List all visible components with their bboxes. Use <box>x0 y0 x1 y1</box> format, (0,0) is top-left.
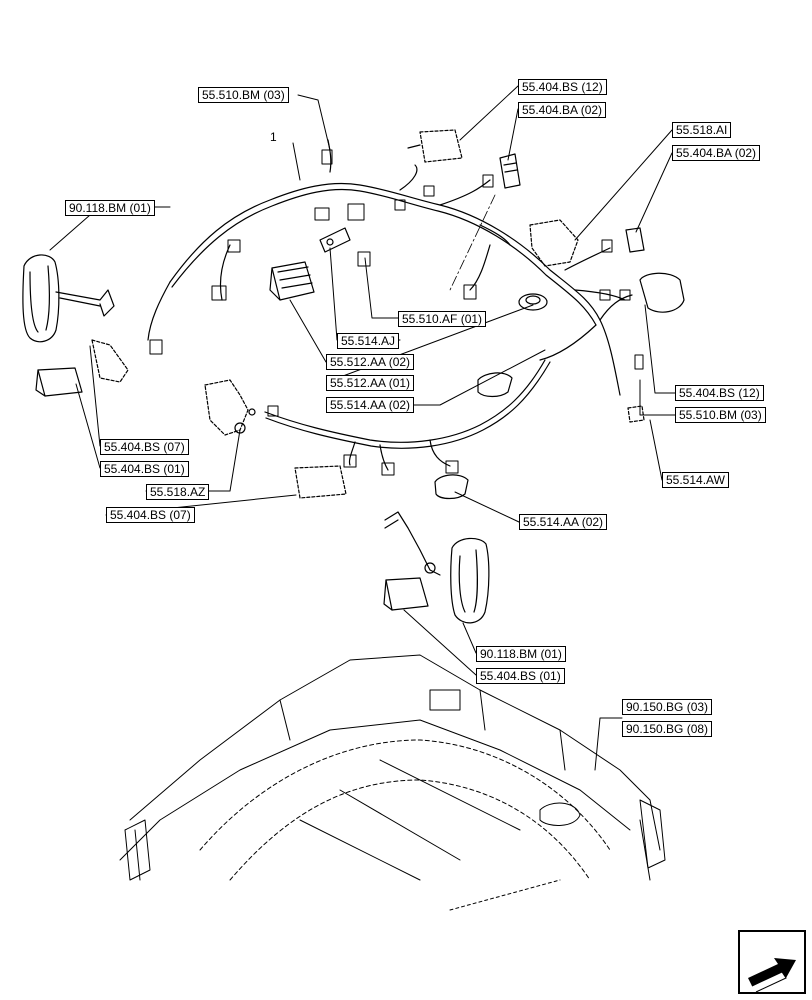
ref-label-55-514-aw[interactable]: 55.514.AW <box>662 472 729 488</box>
leader-lines <box>49 85 676 771</box>
ref-label-55-404-bs-01-left[interactable]: 55.404.BS (01) <box>100 461 189 477</box>
ref-label-55-404-ba-02-top[interactable]: 55.404.BA (02) <box>518 102 607 118</box>
right-marker-lamp <box>383 577 429 611</box>
ref-label-55-510-bm-03-top[interactable]: 55.510.BM (03) <box>198 87 289 103</box>
ref-label-55-404-ba-02-right[interactable]: 55.404.BA (02) <box>672 145 761 161</box>
harness-connectors <box>149 149 644 476</box>
ref-label-55-510-af-01[interactable]: 55.510.AF (01) <box>398 311 487 327</box>
ref-label-90-118-bm-01-left[interactable]: 90.118.BM (01) <box>65 200 155 216</box>
ref-label-55-404-bs-12-right[interactable]: 55.404.BS (12) <box>675 385 764 401</box>
ref-label-55-404-bs-01-right[interactable]: 55.404.BS (01) <box>476 668 565 684</box>
right-beacon-lamp <box>639 272 685 313</box>
left-work-lamp <box>22 254 115 343</box>
item-number: 1 <box>270 130 277 144</box>
wiper-motor <box>204 379 256 436</box>
connector-plug-right <box>625 227 645 253</box>
centerline <box>449 194 496 291</box>
ref-label-55-514-aa-02-center[interactable]: 55.514.AA (02) <box>326 397 415 413</box>
ref-label-55-514-aa-02-lower[interactable]: 55.514.AA (02) <box>519 514 608 530</box>
ref-label-90-150-bg-03[interactable]: 90.150.BG (03) <box>622 699 713 715</box>
rear-wiper-motor <box>529 219 579 267</box>
center-lamp <box>477 372 513 398</box>
ref-label-55-514-aj[interactable]: 55.514.AJ <box>337 333 400 349</box>
cab-roof-structure <box>119 654 666 911</box>
main-harness <box>147 139 633 471</box>
left-marker-lamp <box>35 367 83 397</box>
relay-module <box>319 227 351 253</box>
ref-label-55-518-ai[interactable]: 55.518.AI <box>672 122 732 138</box>
right-work-lamp <box>384 511 490 624</box>
lower-lamp <box>434 474 469 500</box>
dome-light <box>518 293 548 311</box>
ref-label-55-404-bs-07-left[interactable]: 55.404.BS (07) <box>100 439 189 455</box>
ref-label-90-118-bm-01-right[interactable]: 90.118.BM (01) <box>476 646 566 662</box>
ref-label-90-150-bg-08[interactable]: 90.150.BG (08) <box>622 721 713 737</box>
left-mirror-bracket <box>91 339 129 383</box>
ref-label-55-518-az[interactable]: 55.518.AZ <box>146 484 210 500</box>
ref-label-55-404-bs-12-top[interactable]: 55.404.BS (12) <box>518 79 607 95</box>
top-beacon-lamp <box>407 129 463 163</box>
front-lamp <box>294 465 347 499</box>
connector-plug-top <box>499 153 521 189</box>
ref-label-55-512-aa-02[interactable]: 55.512.AA (02) <box>326 354 415 370</box>
ref-label-55-404-bs-07-front[interactable]: 55.404.BS (07) <box>106 507 195 523</box>
next-page-arrow-icon[interactable] <box>738 930 806 994</box>
right-switch <box>627 405 645 423</box>
ref-label-55-512-aa-01[interactable]: 55.512.AA (01) <box>326 375 415 391</box>
ref-label-55-510-bm-03-right[interactable]: 55.510.BM (03) <box>675 407 766 423</box>
ecu-module <box>269 261 315 301</box>
